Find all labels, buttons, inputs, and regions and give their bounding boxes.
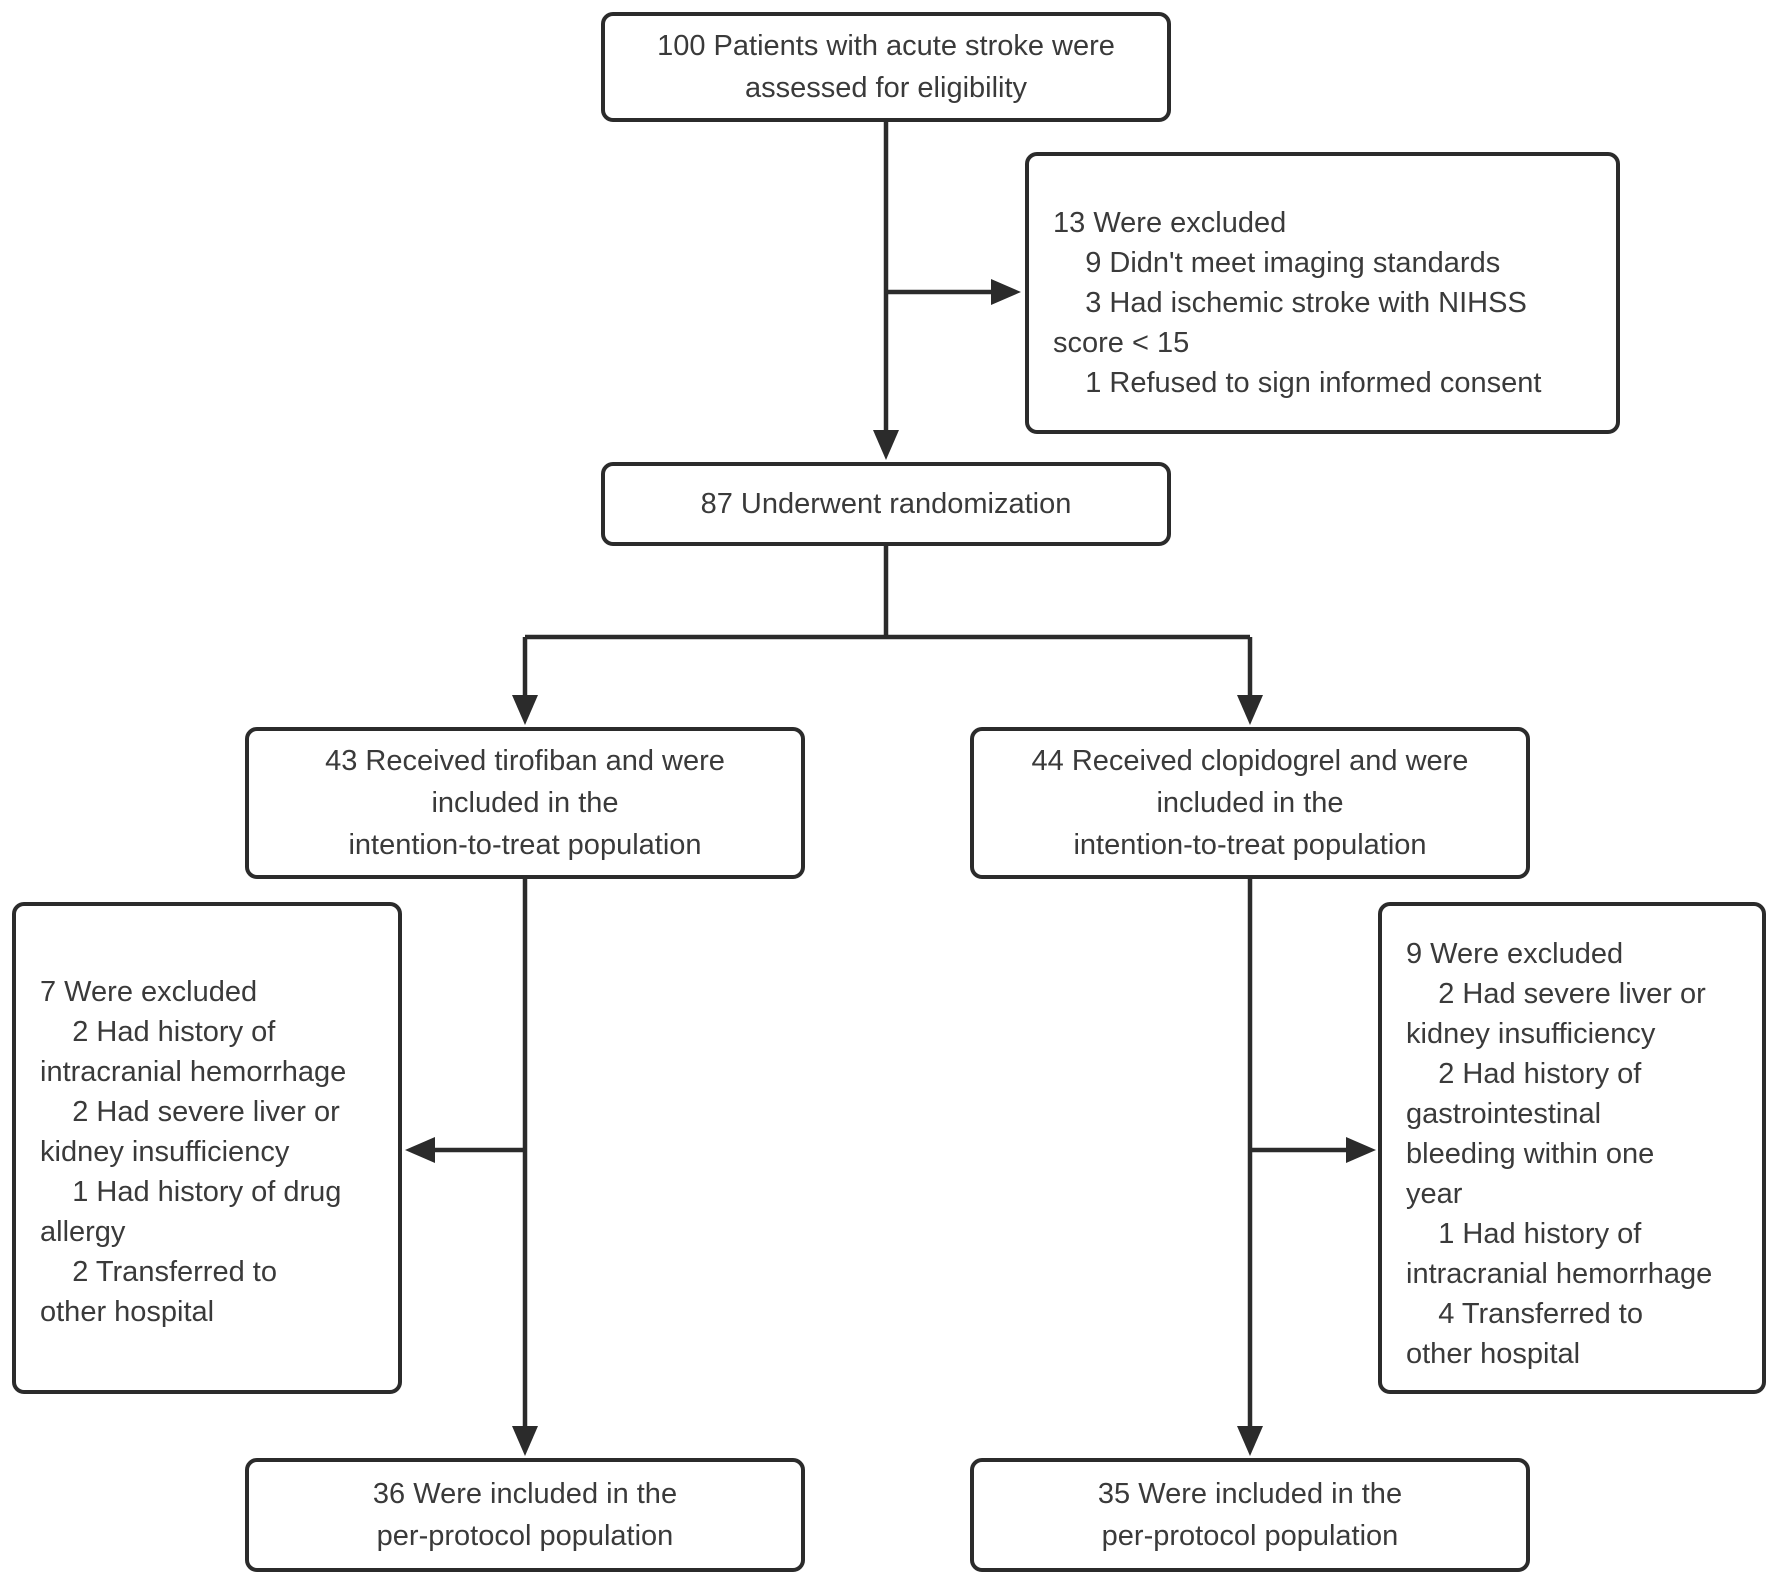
box-text-line: per-protocol population xyxy=(376,1520,674,1552)
box-excluded-tirofiban-arm: 7 Were excluded 2 Had history of intracr… xyxy=(12,902,402,1394)
arrowhead-right-excluded-initial xyxy=(991,279,1021,305)
box-text-line: 100 Patients with acute stroke were xyxy=(657,30,1115,62)
box-text-line: score < 15 xyxy=(1053,327,1190,359)
box-text-line: allergy xyxy=(40,1216,126,1248)
box-text-line: 9 Were excluded xyxy=(1406,938,1624,970)
box-text-line: kidney insufficiency xyxy=(1406,1018,1656,1050)
box-per-protocol-clopidogrel: 35 Were included in the per-protocol pop… xyxy=(970,1458,1530,1572)
box-assessed-for-eligibility: 100 Patients with acute stroke were asse… xyxy=(601,12,1171,122)
box-text-line: 4 Transferred to xyxy=(1406,1298,1643,1330)
box-text-line: 44 Received clopidogrel and were xyxy=(1031,745,1469,777)
box-text-line: included in the xyxy=(431,787,619,819)
box-text-line: 1 Refused to sign informed consent xyxy=(1053,367,1542,399)
box-text-line: 1 Had history of xyxy=(1406,1218,1642,1250)
box-text-line: year xyxy=(1406,1178,1463,1210)
box-per-protocol-tirofiban: 36 Were included in the per-protocol pop… xyxy=(245,1458,805,1572)
box-underwent-randomization: 87 Underwent randomization xyxy=(601,462,1171,546)
box-received-tirofiban: 43 Received tirofiban and were included … xyxy=(245,727,805,879)
arrowhead-down-randomized xyxy=(873,430,899,460)
box-text-line: 13 Were excluded xyxy=(1053,207,1287,239)
box-text-line: 3 Had ischemic stroke with NIHSS xyxy=(1053,287,1527,319)
box-text-line: intracranial hemorrhage xyxy=(1406,1258,1713,1290)
box-text-line: 87 Underwent randomization xyxy=(700,488,1072,520)
box-text-line: intention-to-treat population xyxy=(1073,829,1427,861)
box-excluded-clopidogrel-arm: 9 Were excluded 2 Had severe liver or ki… xyxy=(1378,902,1766,1394)
arrowhead-down-clopidogrel xyxy=(1237,695,1263,725)
arrowhead-left-excluded-tirofiban xyxy=(405,1137,435,1163)
box-text-line: 35 Were included in the xyxy=(1097,1478,1403,1510)
arrowhead-right-excluded-clopidogrel xyxy=(1346,1137,1376,1163)
box-text-line: 43 Received tirofiban and were xyxy=(325,745,725,777)
box-excluded-initial: 13 Were excluded 9 Didn't meet imaging s… xyxy=(1025,152,1620,434)
arrowhead-down-per-protocol-tirofiban xyxy=(512,1426,538,1456)
box-text-line: 2 Had history of xyxy=(40,1016,276,1048)
box-text-line: included in the xyxy=(1156,787,1344,819)
box-text-line: assessed for eligibility xyxy=(744,72,1028,104)
arrowhead-down-per-protocol-clopidogrel xyxy=(1237,1426,1263,1456)
arrowhead-down-tirofiban xyxy=(512,695,538,725)
box-text-line: bleeding within one xyxy=(1406,1138,1655,1170)
box-text-line: intracranial hemorrhage xyxy=(40,1056,347,1088)
box-text-line: 2 Had history of xyxy=(1406,1058,1642,1090)
box-text-line: 2 Had severe liver or xyxy=(1406,978,1706,1010)
box-text-line: intention-to-treat population xyxy=(348,829,702,861)
box-text-line: 2 Had severe liver or xyxy=(40,1096,340,1128)
box-text-line: 1 Had history of drug xyxy=(40,1176,342,1208)
box-text-line: other hospital xyxy=(40,1296,215,1328)
box-received-clopidogrel: 44 Received clopidogrel and were include… xyxy=(970,727,1530,879)
box-text-line: per-protocol population xyxy=(1101,1520,1399,1552)
box-text-line: 9 Didn't meet imaging standards xyxy=(1053,247,1501,279)
box-text-line: 2 Transferred to xyxy=(40,1256,277,1288)
box-text-line: other hospital xyxy=(1406,1338,1581,1370)
box-text-line: 7 Were excluded xyxy=(40,976,258,1008)
box-text-line: kidney insufficiency xyxy=(40,1136,290,1168)
box-text-line: gastrointestinal xyxy=(1406,1098,1602,1130)
box-text-line: 36 Were included in the xyxy=(372,1478,678,1510)
